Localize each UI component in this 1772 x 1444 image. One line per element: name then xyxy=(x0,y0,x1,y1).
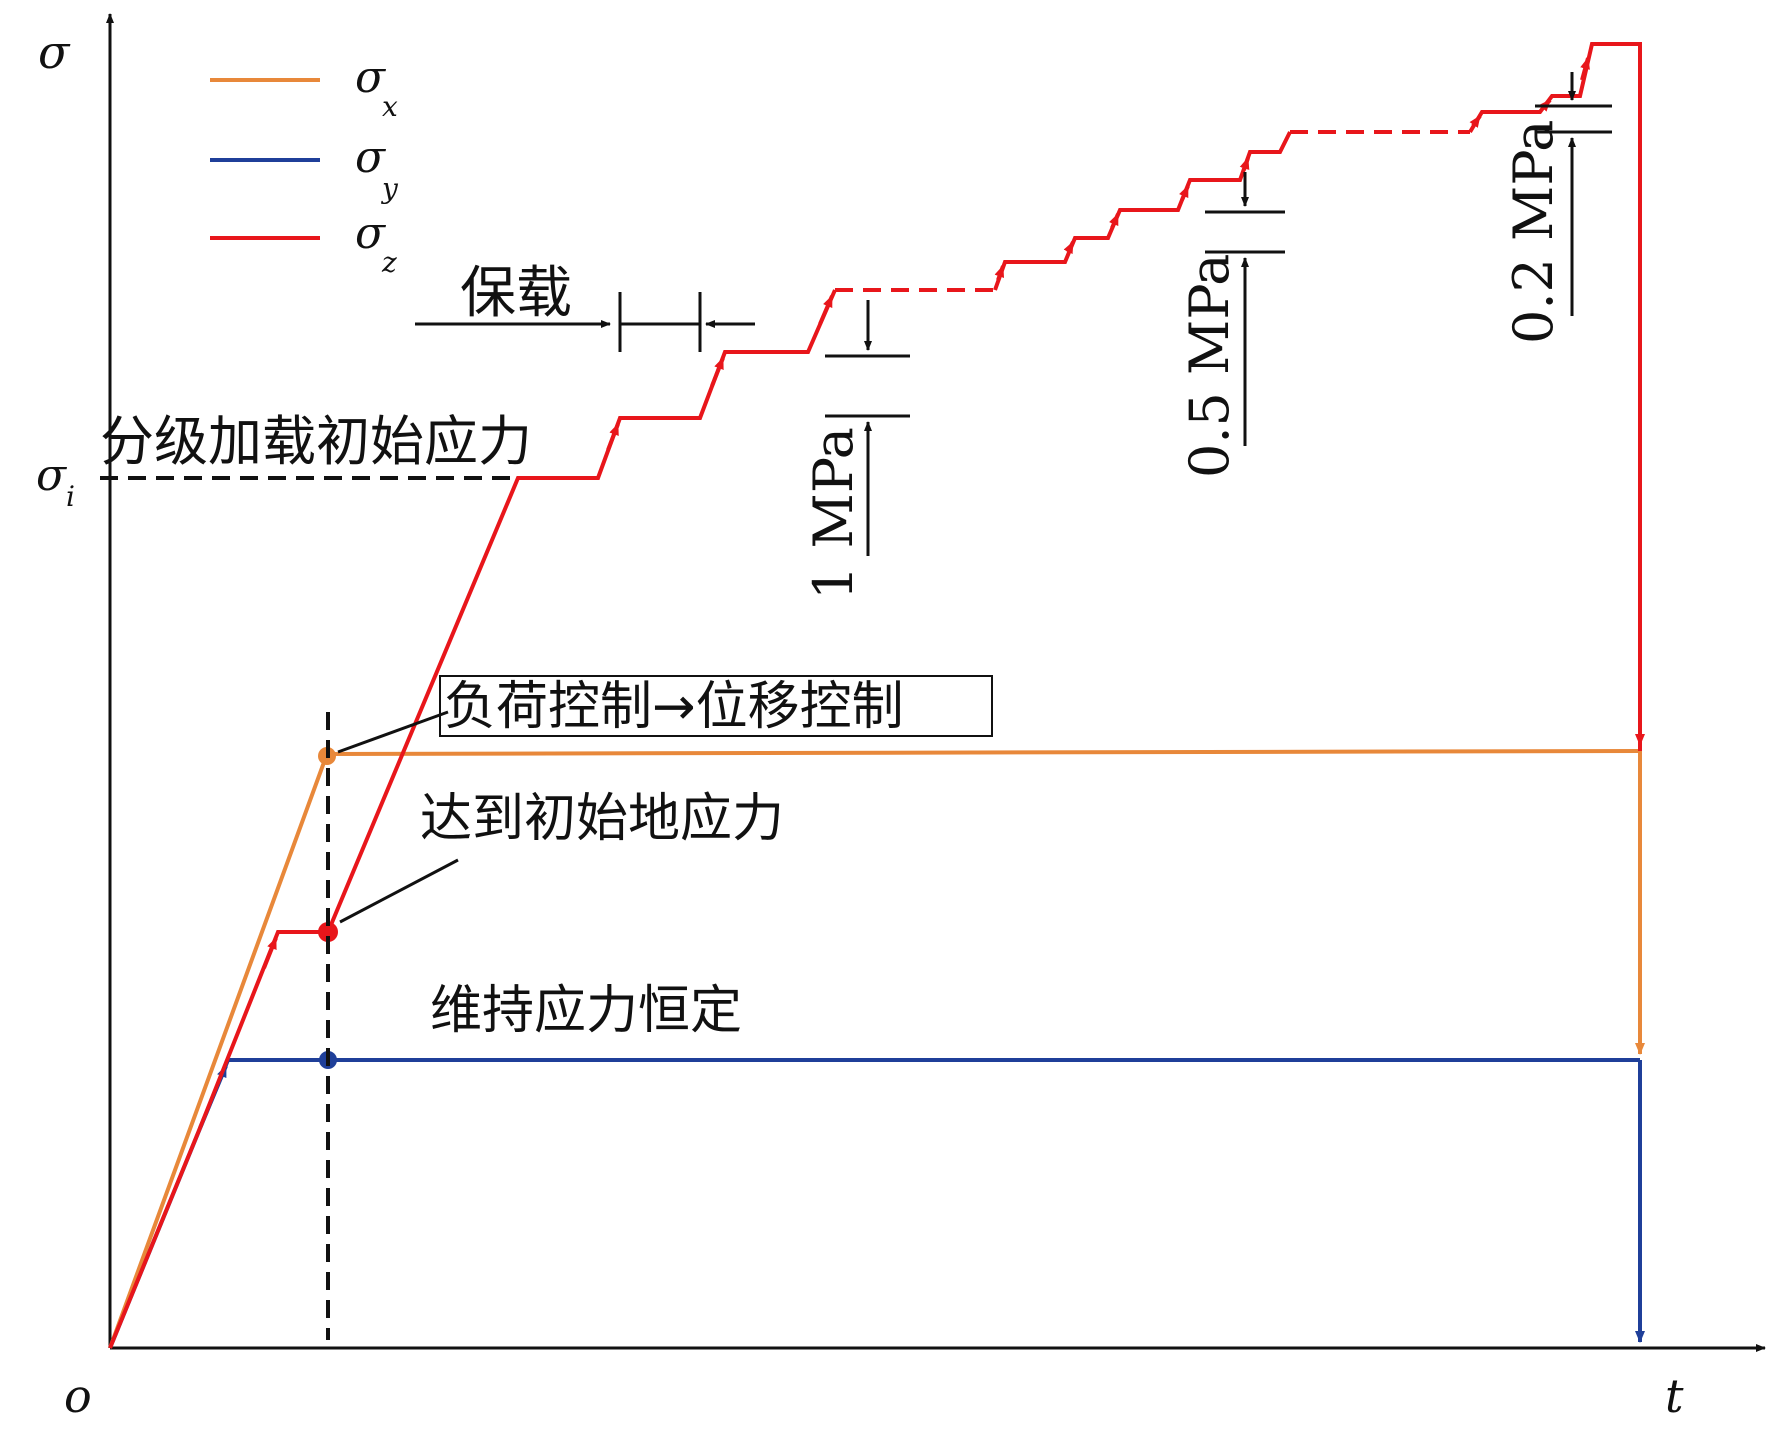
reach-geostress-leader xyxy=(339,858,459,924)
graded-initial-label: 分级加载初始应力 xyxy=(100,410,532,473)
step-1mpa-annotation: 1 MPa xyxy=(802,300,910,600)
legend-sub-sigma-z: z xyxy=(381,246,397,279)
svg-text:负荷控制→位移控制: 负荷控制→位移控制 xyxy=(444,677,904,737)
legend-sub-sigma-x: x xyxy=(382,90,398,123)
axes xyxy=(106,13,1766,1352)
legend-label-sigma-x: σ xyxy=(355,52,387,103)
load-to-displacement-callout: 负荷控制→位移控制 xyxy=(337,675,993,754)
step-05mpa-annotation: 0.5 MPa xyxy=(1178,172,1285,478)
svg-text:保载: 保载 xyxy=(460,261,572,326)
svg-text:i: i xyxy=(66,480,75,513)
y-axis-label: σ xyxy=(38,25,71,79)
svg-text:0.2 MPa: 0.2 MPa xyxy=(1502,120,1565,344)
svg-text:0.5 MPa: 0.5 MPa xyxy=(1178,254,1241,478)
sigma-y-path xyxy=(108,1058,1645,1349)
svg-text:1 MPa: 1 MPa xyxy=(802,427,865,600)
sigma-i-label: σ i xyxy=(36,450,75,513)
reach-geostress-label: 达到初始地应力 xyxy=(420,789,784,849)
origin-label: o xyxy=(64,1369,92,1423)
legend: σ x σ y σ z xyxy=(210,52,399,279)
legend-sub-sigma-y: y xyxy=(380,172,399,205)
x-axis-label: t xyxy=(1665,1369,1684,1423)
legend-label-sigma-y: σ xyxy=(355,132,387,183)
svg-text:σ: σ xyxy=(36,450,68,501)
legend-label-sigma-z: σ xyxy=(355,208,387,259)
step-02mpa-annotation: 0.2 MPa xyxy=(1502,72,1612,344)
hold-annotation: 保载 xyxy=(415,261,755,352)
sigma-z-path xyxy=(108,42,1642,1349)
point-sigma-z-geo xyxy=(318,922,338,942)
keep-constant-label: 维持应力恒定 xyxy=(430,981,742,1041)
sigma-z-step-arrows xyxy=(262,57,1645,969)
sigma-x-path xyxy=(108,749,1645,1349)
